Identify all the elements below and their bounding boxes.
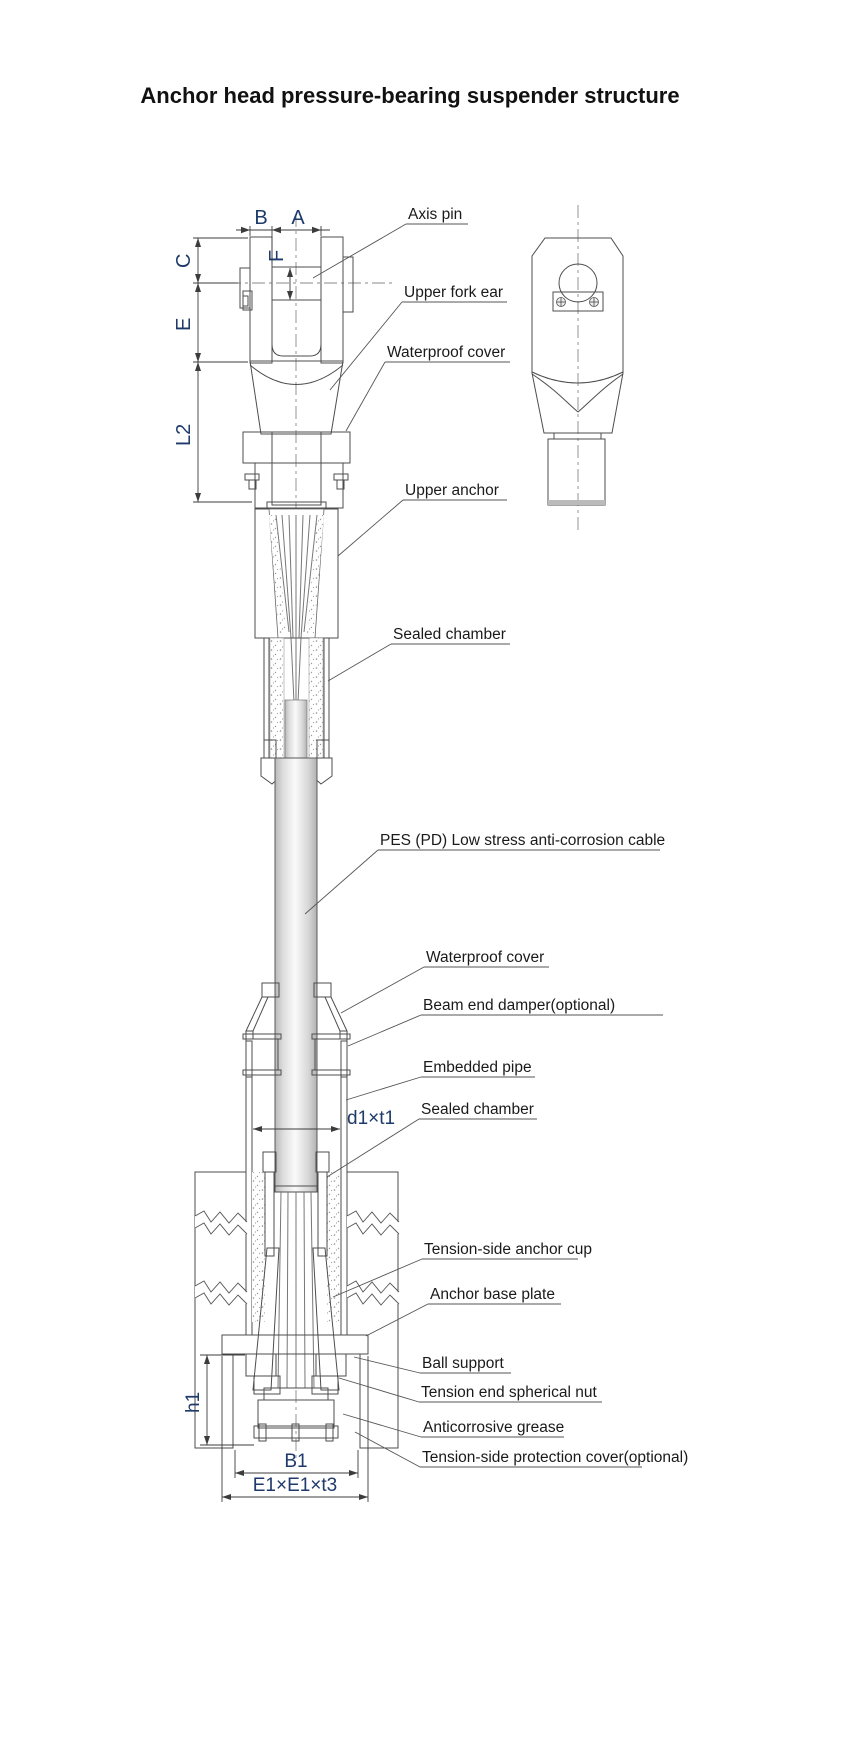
embedded-pipe-stub-right (340, 1040, 348, 1078)
part-label-annotations: Axis pin Upper fork ear Waterproof cover… (304, 206, 688, 1468)
dim-c: C (173, 254, 195, 268)
sealed-chamber-lower-shape (262, 1151, 330, 1257)
svg-text:Anchor base plate: Anchor base plate (430, 1286, 555, 1303)
svg-text:Beam end damper(optional): Beam end damper(optional) (423, 997, 615, 1014)
svg-text:Tension-side protection cover(: Tension-side protection cover(optional) (422, 1449, 688, 1466)
dim-b: B (254, 207, 267, 229)
svg-text:PES (PD) Low stress anti-corro: PES (PD) Low stress anti-corrosion cable (380, 832, 665, 849)
upper-anchor-shape (254, 501, 339, 639)
label-tension-end-spherical-nut: Tension end spherical nut (338, 1377, 602, 1403)
waterproof-cover-upper-shape (242, 431, 351, 509)
dim-d1t1: d1×t1 (347, 1108, 395, 1129)
svg-text:Ball support: Ball support (422, 1355, 505, 1372)
waterproof-cover-lower-shape (245, 982, 348, 1039)
dim-e1e1t3: E1×E1×t3 (253, 1475, 338, 1496)
dim-a: A (291, 207, 305, 229)
front-view (194, 214, 400, 1460)
keeper-screw-right (589, 297, 599, 307)
svg-text:Sealed chamber: Sealed chamber (393, 626, 506, 643)
svg-text:Tension-side anchor cup: Tension-side anchor cup (424, 1241, 592, 1258)
label-anchor-base-plate: Anchor base plate (365, 1286, 561, 1337)
side-view (531, 205, 624, 530)
dim-f: F (266, 250, 288, 262)
dim-e: E (173, 318, 195, 331)
axis-pin-shape (239, 256, 354, 313)
label-anticorrosive-grease: Anticorrosive grease (342, 1413, 564, 1438)
keeper-screw-left (556, 297, 566, 307)
label-sealed-chamber-lower: Sealed chamber (326, 1101, 537, 1178)
tension-end-spherical-nut-shape (253, 1375, 339, 1395)
svg-text:Waterproof cover: Waterproof cover (426, 949, 544, 966)
side-view-neck (553, 432, 602, 440)
label-sealed-chamber-upper: Sealed chamber (327, 626, 510, 682)
label-upper-fork-ear: Upper fork ear (329, 284, 507, 391)
pin-hole (558, 263, 598, 303)
label-cable: PES (PD) Low stress anti-corrosion cable (304, 832, 665, 915)
label-beam-end-damper: Beam end damper(optional) (347, 997, 663, 1047)
svg-text:Waterproof cover: Waterproof cover (387, 344, 505, 361)
svg-text:Upper anchor: Upper anchor (405, 482, 499, 499)
svg-text:Tension end spherical nut: Tension end spherical nut (421, 1384, 597, 1401)
strands (277, 1191, 315, 1389)
beam-end-damper-shape (242, 1033, 351, 1076)
embedded-pipe-stub-left (245, 1040, 253, 1078)
svg-text:Anticorrosive grease: Anticorrosive grease (423, 1419, 564, 1436)
label-tension-side-anchor-cup: Tension-side anchor cup (332, 1241, 592, 1298)
label-axis-pin: Axis pin (312, 206, 468, 279)
pin-keeper-plate (552, 291, 604, 312)
dim-b1: B1 (284, 1451, 307, 1472)
label-embedded-pipe: Embedded pipe (345, 1059, 535, 1101)
side-view-cylinder (547, 438, 606, 506)
label-tension-side-protection-cover: Tension-side protection cover(optional) (354, 1431, 688, 1468)
tension-side-protection-cover-shape (253, 1399, 339, 1442)
dimension-annotations: B A F C E L2 d1×t1 h1 (173, 207, 395, 1502)
dim-h1: h1 (183, 1392, 204, 1413)
svg-text:Upper fork ear: Upper fork ear (404, 284, 503, 301)
svg-text:Embedded pipe: Embedded pipe (423, 1059, 532, 1076)
page-title: Anchor head pressure-bearing suspender s… (140, 83, 679, 108)
side-view-body (531, 237, 624, 434)
svg-text:Axis pin: Axis pin (408, 206, 462, 223)
label-ball-support: Ball support (353, 1355, 511, 1374)
dim-l2: L2 (173, 424, 195, 446)
svg-text:Sealed chamber: Sealed chamber (421, 1101, 534, 1118)
anchor-base-plate-shape (221, 1334, 369, 1355)
label-upper-anchor: Upper anchor (337, 482, 507, 557)
label-waterproof-cover-lower: Waterproof cover (340, 949, 549, 1014)
label-waterproof-cover-upper: Waterproof cover (345, 344, 510, 432)
cable-shape (274, 757, 318, 1193)
tension-side-anchor-cup-shape (252, 1247, 340, 1391)
sealed-chamber-upper-shape (260, 637, 333, 785)
